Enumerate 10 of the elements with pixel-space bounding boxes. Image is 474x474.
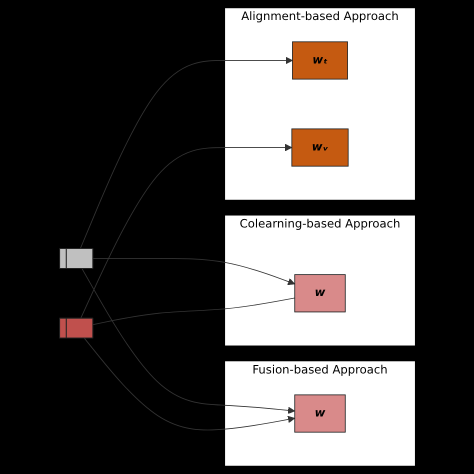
- node-box: w: [294, 274, 346, 312]
- connector: [92, 298, 296, 326]
- arrow: [81, 268, 295, 414]
- node-box: wᵥ: [291, 128, 349, 167]
- arrow: [80, 144, 292, 319]
- node-box: wₜ: [292, 41, 348, 80]
- node-box: w: [294, 394, 346, 433]
- arrow: [80, 56, 293, 249]
- arrow: [92, 258, 295, 286]
- arrow: [84, 338, 295, 430]
